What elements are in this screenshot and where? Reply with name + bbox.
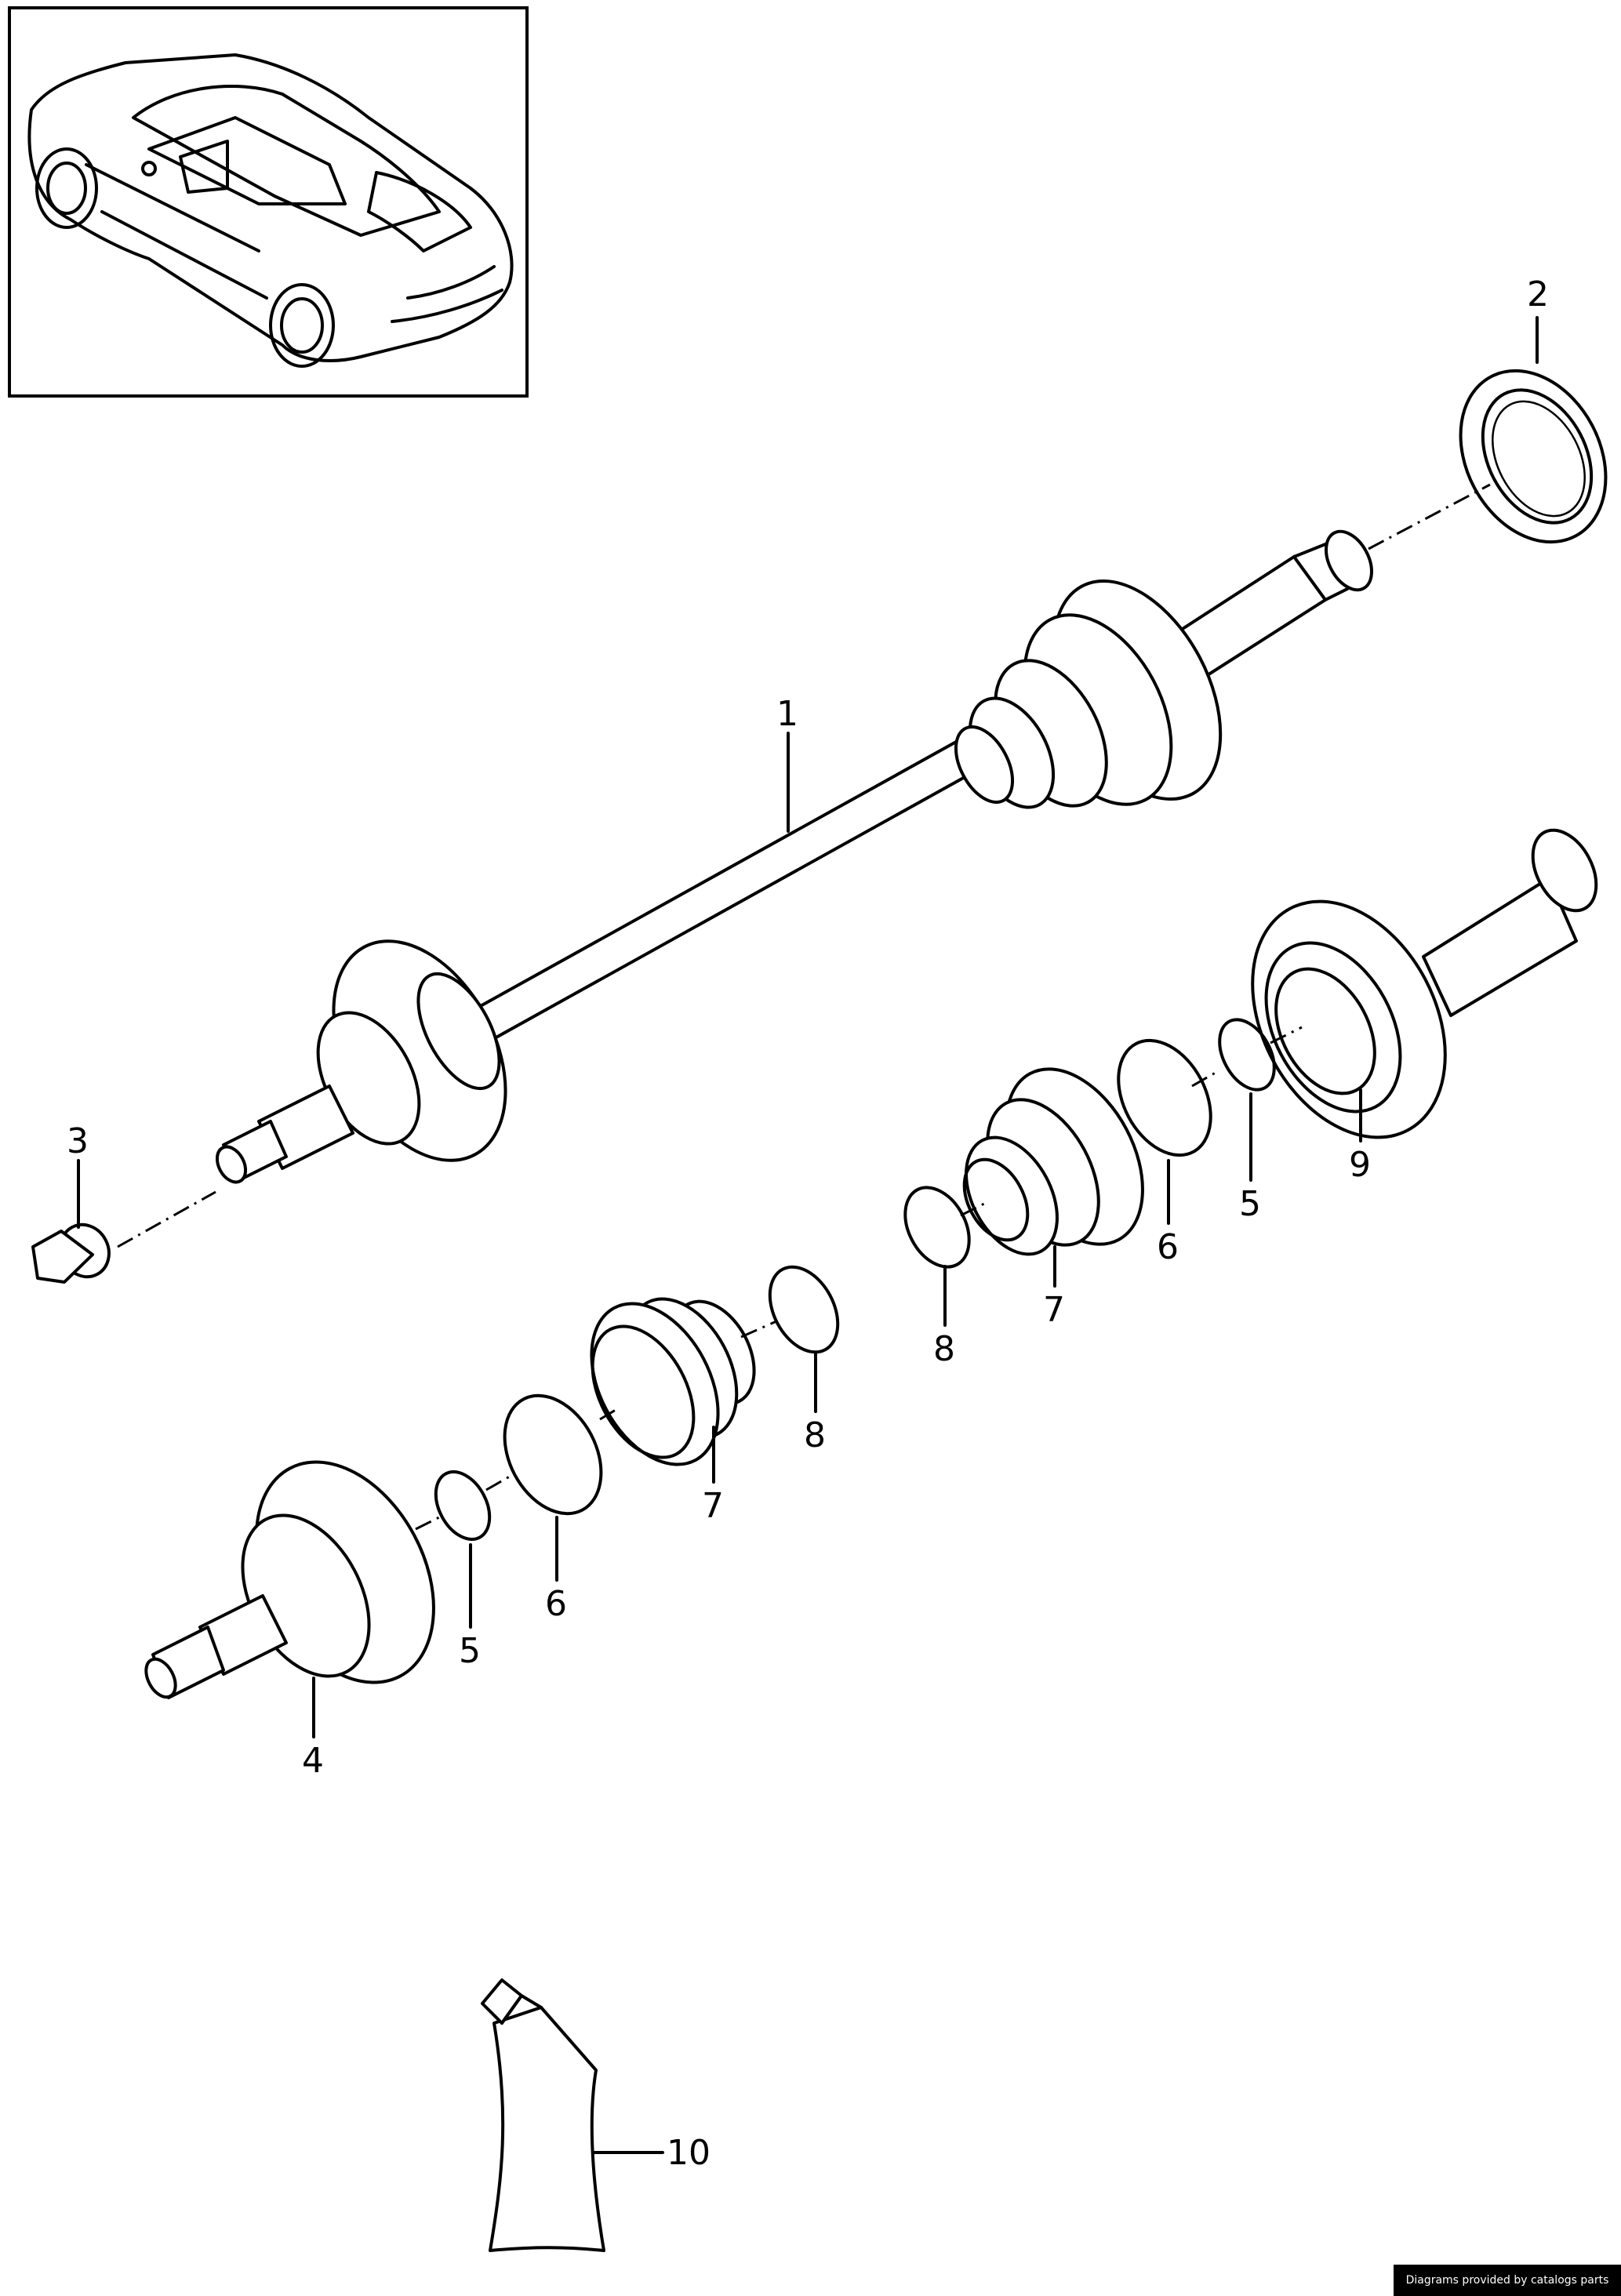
callout-8-right: 8 (933, 1329, 955, 1369)
part-1-drive-shaft (215, 529, 1373, 1184)
callout-2: 2 (1527, 274, 1549, 314)
part-8-clamp-left (768, 1265, 840, 1413)
part-5-circlip-left (434, 1470, 492, 1629)
part-5-circlip-right (1218, 1018, 1276, 1182)
callout-1: 1 (776, 694, 798, 734)
callout-6-left: 6 (545, 1584, 567, 1624)
callout-7-left: 7 (702, 1486, 724, 1526)
callout-9: 9 (1349, 1145, 1371, 1185)
callout-5-left: 5 (459, 1631, 481, 1671)
part-8-clamp-right (903, 1186, 971, 1327)
callout-4: 4 (302, 1741, 324, 1781)
part-6-clamp-left (503, 1393, 603, 1582)
part-2-ring (1459, 316, 1608, 544)
callout-7-right: 7 (1043, 1290, 1065, 1330)
centerline-2 (1368, 483, 1491, 550)
centerline-3 (117, 1190, 216, 1248)
callout-5-right: 5 (1239, 1184, 1261, 1224)
part-4-inner-joint (144, 1460, 435, 1738)
credit-label: Diagrams provided by catalogs parts (1394, 2265, 1621, 2296)
callout-10: 10 (667, 2133, 711, 2173)
part-9-outer-joint (1251, 828, 1598, 1143)
vehicle-thumbnail (8, 6, 529, 398)
part-7-boot-right (962, 1067, 1144, 1288)
part-7-boot-left (590, 1297, 756, 1484)
callout-3: 3 (67, 1121, 89, 1161)
part-6-clamp-right (1117, 1038, 1212, 1225)
part-3-nut (31, 1159, 111, 1284)
part-10-grease-tube (481, 1978, 664, 2252)
callout-6-right: 6 (1157, 1227, 1179, 1267)
callout-8-left: 8 (804, 1415, 826, 1455)
